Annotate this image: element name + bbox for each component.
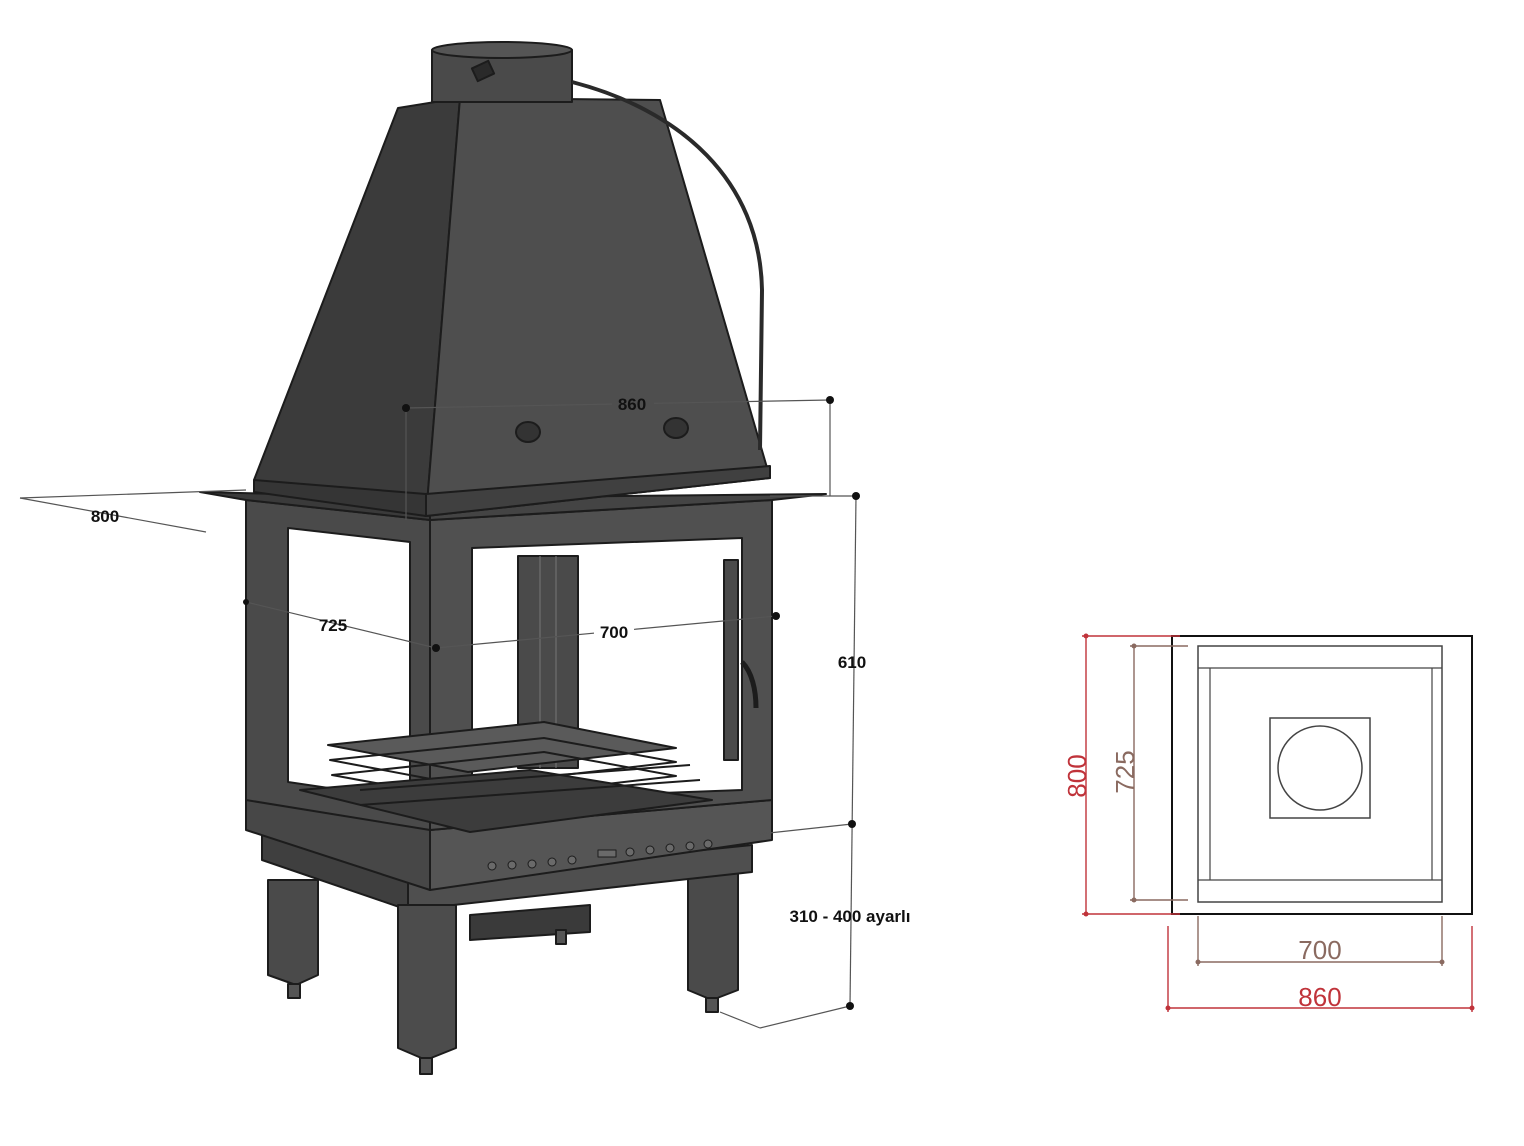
plan-flue-square — [1269, 717, 1371, 819]
dim-glass-width-700: 700 — [600, 623, 628, 642]
plan-dim-725: 725 — [1110, 750, 1140, 793]
foot — [555, 929, 567, 945]
foot — [287, 983, 301, 999]
back-left-leg — [267, 879, 319, 986]
right-rear-post — [723, 559, 739, 761]
plan-dim-800: 800 — [1062, 754, 1092, 797]
hood-front-face — [425, 97, 771, 517]
hood-bolt — [663, 417, 689, 439]
plan-dim-860: 860 — [1298, 982, 1341, 1012]
damper-knob — [470, 59, 496, 83]
dim-depth-800: 800 — [91, 507, 119, 526]
foot — [419, 1057, 433, 1075]
plan-outer-square — [1171, 635, 1473, 915]
dim-glass-depth-725: 725 — [319, 616, 347, 635]
chimney-top — [431, 41, 573, 59]
plan-inner-square — [1197, 645, 1443, 903]
plan-view — [1082, 633, 1475, 1012]
damper-rod — [571, 80, 764, 451]
front-right-leg-ghost — [469, 904, 591, 941]
dim-leg-height: 310 - 400 ayarlı — [790, 907, 911, 926]
dim-height-610: 610 — [838, 653, 866, 672]
hood-left-face — [253, 97, 461, 517]
fire-grate — [299, 721, 713, 833]
plan-dim-700: 700 — [1298, 935, 1341, 965]
door-handle — [740, 660, 759, 709]
front-left-leg — [397, 904, 457, 1061]
plan-flue-circle — [1277, 725, 1363, 811]
hood-bolt — [515, 421, 541, 443]
dim-width-860: 860 — [618, 395, 646, 414]
dimension-points — [243, 396, 860, 1010]
foot — [705, 997, 719, 1013]
perspective-view — [199, 41, 827, 1075]
back-right-leg — [687, 869, 739, 1001]
hood-base-front — [425, 465, 771, 517]
air-vent-row — [487, 839, 713, 871]
left-glass-opening — [287, 527, 411, 801]
